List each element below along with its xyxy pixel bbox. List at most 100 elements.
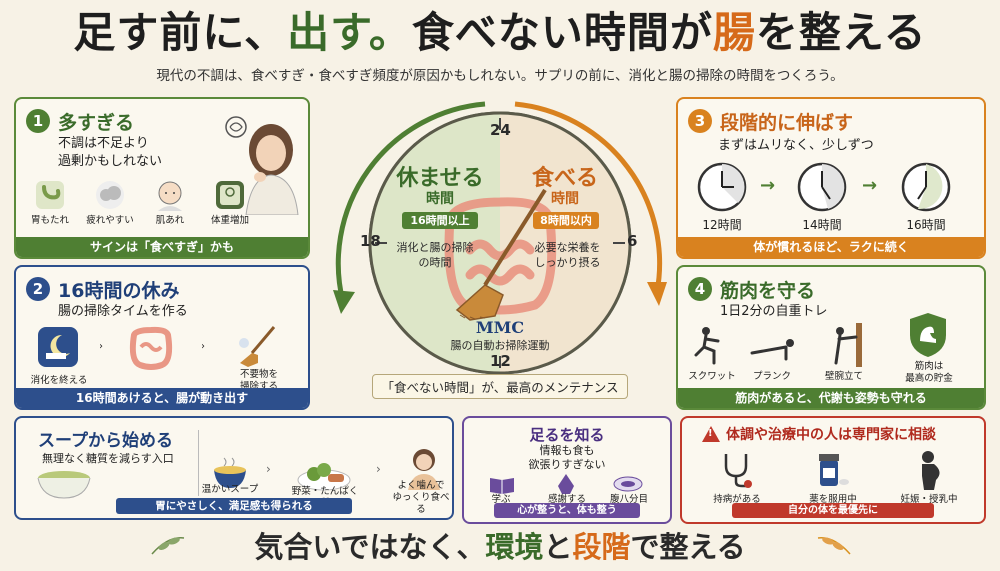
footer-part: 気合いではなく、 (254, 530, 486, 564)
contentment-label: 感謝する (547, 494, 586, 505)
contentment-label: 学ぶ (491, 494, 511, 505)
panel-text: 1日2分の自重トレ (720, 304, 828, 319)
page-title: 足す前に、出す。食べない時間が腸を整える (0, 4, 1000, 62)
title-part-highlight: 出す。 (287, 8, 412, 57)
panel-text-line: 不調は不足より (58, 136, 149, 151)
consult-label: 妊娠・授乳中 (900, 494, 958, 505)
panel-number: 2 (26, 277, 50, 301)
consult-label: 持病がある (713, 494, 761, 505)
step-divider (198, 430, 199, 496)
clock-mark-6: 6 (627, 232, 638, 250)
panel-bar: 心が整うと、体も整う (494, 503, 640, 518)
step-arrow: › (376, 462, 381, 476)
clock-arcs (333, 101, 667, 314)
soup-step-label: よく噛んで ゆっくり食べる (388, 480, 452, 516)
panel-title: 体調や治療中の人は専門家に相談 (726, 427, 936, 443)
panel-bar: 体が慣れるほど、ラクに続く (678, 237, 984, 257)
clock-14h-icon (797, 162, 847, 212)
panel-consult: ! 体調や治療中の人は専門家に相談 持病がある 薬を服用中 妊娠・授乳中 自分の… (680, 416, 986, 524)
eat-description-line: しっかり摂る (534, 256, 601, 269)
warm-soup-icon (214, 457, 246, 488)
mmc-label: MMC (475, 318, 525, 337)
panel-text: 無理なく糖質を減らす入口 (42, 452, 174, 465)
leaf-decoration-icon (817, 537, 851, 555)
soup-step-label: 温かいスープ (201, 484, 259, 495)
panel-text-line: 過剰かもしれない (58, 154, 163, 169)
soup-step-line: ゆっくり食べる (392, 492, 450, 515)
face-skin-icon (158, 181, 182, 211)
step-arrow: › (266, 462, 271, 476)
footer-slogan: 気合いではなく、環境と段階で整える (0, 524, 1000, 566)
plate-icon (613, 476, 643, 492)
panel-text-line: 欲張りすぎない (528, 458, 606, 471)
step-label: 消化を終える (30, 375, 88, 386)
plank-icon (750, 339, 794, 361)
eating-woman-icon (408, 449, 440, 490)
panel-title: 多すぎる (58, 112, 135, 134)
panel-title: 足るを知る (529, 426, 605, 444)
contentment-label: 腹八分目 (609, 494, 648, 505)
panel-text-line: 情報も食も (539, 444, 595, 457)
clock-mark-18: 18 (360, 232, 381, 250)
exercise-label: プランク (752, 371, 791, 382)
clock-mark-12: 12 (490, 352, 511, 370)
footer-part: と (543, 530, 573, 564)
panel-bar: 胃にやさしく、満足感も得られる (116, 498, 352, 514)
eat-subtitle: 時間 (551, 191, 579, 207)
clock-mark-24: 24 (490, 121, 511, 139)
title-part: 食べない時間が (411, 8, 713, 57)
symptom-label: 体重増加 (210, 215, 249, 226)
panel-contentment: 足るを知る 情報も食も 欲張りすぎない 学ぶ 感謝する 腹八分目 心が整うと、体… (462, 416, 672, 524)
salad-plate-icon (297, 463, 351, 491)
clock-12h-icon (697, 162, 747, 212)
panel-text: 不調は不足より 過剰かもしれない (58, 135, 162, 171)
panel-number: 1 (26, 109, 50, 133)
grateful-hands-icon (558, 474, 574, 494)
panel-soup: スープから始める 無理なく糖質を減らす入口 › › 温かいスープ 野菜・たんぱく… (14, 416, 454, 520)
clock-label: 14時間 (802, 218, 842, 232)
exercise-label: スクワット (688, 371, 736, 382)
footer-part-highlight: 段階 (572, 530, 631, 564)
panel-muscle: 4 筋肉を守る 1日2分の自重トレ スクワット プランク 壁腕立て 筋肉は 最高… (676, 265, 986, 410)
rest-description: 消化と腸の掃除 の時間 (380, 240, 490, 270)
panel-number: 4 (688, 277, 712, 301)
stethoscope-icon (724, 454, 752, 488)
exercise-label: 壁腕立て (824, 371, 863, 382)
arrow-icon: → (862, 175, 878, 196)
warning-icon-mark: ! (708, 428, 713, 439)
step-label-line: 掃除する (239, 381, 278, 392)
panel-title: 16時間の休み (58, 280, 180, 302)
panel-text: 腸の掃除タイムを作る (58, 304, 188, 319)
muscle-badge-label: 筋肉は 最高の貯金 (892, 361, 966, 385)
clock-16h-icon (901, 162, 951, 212)
page-subtitle: 現代の不調は、食べすぎ・食べすぎ頻度が原因かもしれない。サプリの前に、消化と腸の… (156, 68, 844, 84)
panel-bar: 筋肉があると、代謝も姿勢も守れる (678, 388, 984, 408)
medicine-bottle-icon (819, 454, 849, 486)
panel-bar: 16時間あけると、腸が動き出す (16, 388, 308, 408)
panel-title: 段階的に伸ばす (720, 112, 854, 134)
mmc-description: 腸の自動お掃除運動 (450, 339, 550, 352)
title-part: 足す前に、 (73, 8, 288, 57)
book-icon (490, 478, 514, 494)
sleep-moon-icon (38, 327, 78, 367)
panel-text: まずはムリなく、少しずつ (718, 138, 874, 153)
footer-part: で整える (630, 530, 746, 564)
warning-icon (702, 426, 720, 442)
panel-title: 筋肉を守る (720, 280, 816, 302)
panel-number: 3 (688, 109, 712, 133)
rest-description-line: の時間 (418, 256, 452, 269)
pregnancy-icon (922, 451, 940, 490)
muscle-badge-line: 最高の貯金 (905, 373, 953, 384)
symptom-label: 疲れやすい (86, 215, 134, 226)
title-part-highlight: 腸 (712, 8, 756, 57)
eat-description-line: 必要な栄養を (534, 241, 601, 254)
panel-text: 情報も食も 欲張りすぎない (464, 444, 670, 472)
worried-woman-icon (225, 116, 299, 215)
rest-title: 休ませる (396, 166, 484, 191)
rest-hours-tag: 16時間以上 (402, 212, 478, 229)
step-label: 不要物を 掃除する (226, 369, 292, 393)
intestine-icon (129, 326, 173, 370)
symptom-label: 肌あれ (155, 215, 185, 226)
stomach-icon (36, 181, 64, 209)
symptom-label: 胃もたれ (30, 215, 69, 226)
